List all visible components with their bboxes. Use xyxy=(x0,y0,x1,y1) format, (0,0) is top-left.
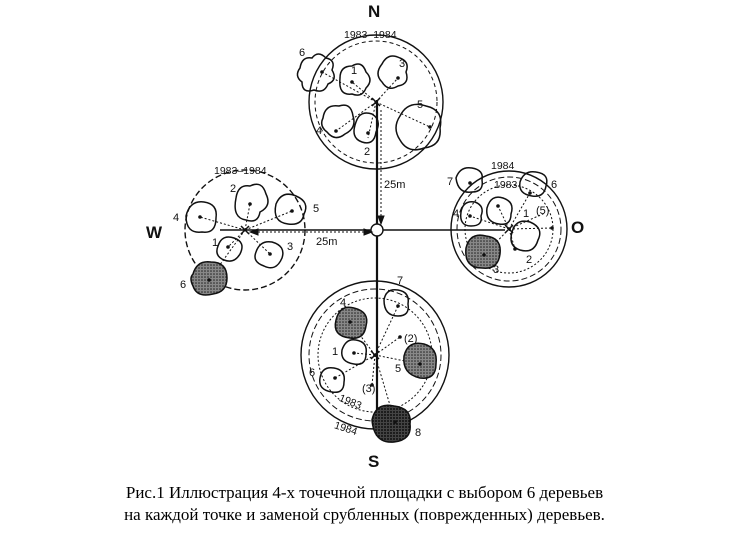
tree-crown xyxy=(254,240,284,269)
tree-number: 3 xyxy=(399,58,405,70)
tree-number: 1 xyxy=(523,208,529,220)
tree-crown xyxy=(234,183,269,222)
plot-west xyxy=(184,169,307,296)
plot-north xyxy=(296,34,444,170)
tree-number: 3 xyxy=(287,241,293,253)
tree-number: 6 xyxy=(180,279,186,291)
distance-label-north: 25m xyxy=(384,179,405,191)
tree-number: 1 xyxy=(332,346,338,358)
year-label-east-inner: 1983 xyxy=(494,179,518,191)
tree-crown xyxy=(216,236,243,262)
tree-number: 7 xyxy=(397,275,403,287)
distance-arrow-north xyxy=(377,110,385,226)
tree-crown xyxy=(320,104,355,139)
tree-number: 5 xyxy=(395,363,401,375)
tree-number: (3) xyxy=(362,383,375,395)
distance-label-west: 25m xyxy=(316,236,337,248)
tree-number: 2 xyxy=(230,183,236,195)
caption-line-2: на каждой точке и заменой срубленных (по… xyxy=(124,505,605,524)
tree-crown xyxy=(319,366,346,394)
tree-crown xyxy=(377,55,408,89)
tree-number: 4 xyxy=(316,125,322,137)
year-label-west: 1983–1984 xyxy=(214,165,267,177)
year-label-south-inner: 1983 xyxy=(337,392,363,412)
tree-number: 3 xyxy=(493,264,499,276)
tree-number: 4 xyxy=(173,212,179,224)
direction-east: O xyxy=(571,218,584,237)
tree-number: 5 xyxy=(417,99,423,111)
year-label-north: 1983–1984 xyxy=(344,29,397,41)
plot-south xyxy=(300,280,450,443)
tree-number: 2 xyxy=(526,254,532,266)
caption-line-1: Рис.1 Иллюстрация 4-х точечной площадки … xyxy=(125,483,604,502)
center-point xyxy=(370,223,384,237)
direction-south: S xyxy=(368,452,379,471)
tree-number: 6 xyxy=(551,179,557,191)
tree-number: 6 xyxy=(309,367,315,379)
tree-labels-west: 4 2 5 1 3 6 xyxy=(173,183,319,291)
tree-number: 4 xyxy=(340,297,346,309)
figure-caption: Рис.1 Иллюстрация 4-х точечной площадки … xyxy=(0,482,729,526)
tree-crown xyxy=(185,201,217,233)
tree-number: 2 xyxy=(364,146,370,158)
tree-number: 6 xyxy=(299,47,305,59)
tree-number: 1 xyxy=(212,237,218,249)
tree-crown xyxy=(341,338,368,366)
tree-labels-east: 7 6 4 1 (5) 3 2 xyxy=(447,176,557,276)
tree-number: 4 xyxy=(453,208,459,220)
distance-arrow-west xyxy=(248,228,374,236)
year-label-south-outer: 1984 xyxy=(333,419,359,438)
tree-number: 8 xyxy=(415,427,421,439)
tree-crown xyxy=(510,220,541,252)
tree-number: (2) xyxy=(404,333,417,345)
tree-number: 1 xyxy=(351,65,357,77)
tree-labels-north: 6 1 3 4 2 5 xyxy=(299,47,423,158)
tree-number: (5) xyxy=(536,205,549,217)
tree-crown xyxy=(455,166,484,193)
tree-crown xyxy=(465,234,501,269)
direction-west: W xyxy=(146,223,163,242)
tree-crown xyxy=(274,193,307,226)
direction-north: N xyxy=(368,2,380,21)
tree-number: 7 xyxy=(447,176,453,188)
tree-crown xyxy=(395,103,442,151)
plot-east xyxy=(450,166,568,288)
tree-number: 5 xyxy=(313,203,319,215)
tree-crown xyxy=(459,200,483,227)
tree-crown xyxy=(486,196,513,226)
year-label-east-outer: 1984 xyxy=(491,160,515,172)
tree-crown xyxy=(353,112,379,144)
tree-crown xyxy=(403,342,437,379)
tree-crown xyxy=(371,404,411,443)
tree-crown xyxy=(296,53,335,92)
tree-crown xyxy=(339,63,371,96)
tree-labels-south: 7 4 (2) 1 5 6 (3) 8 xyxy=(309,275,421,439)
tree-crown xyxy=(383,288,410,317)
tree-crown xyxy=(519,170,548,198)
